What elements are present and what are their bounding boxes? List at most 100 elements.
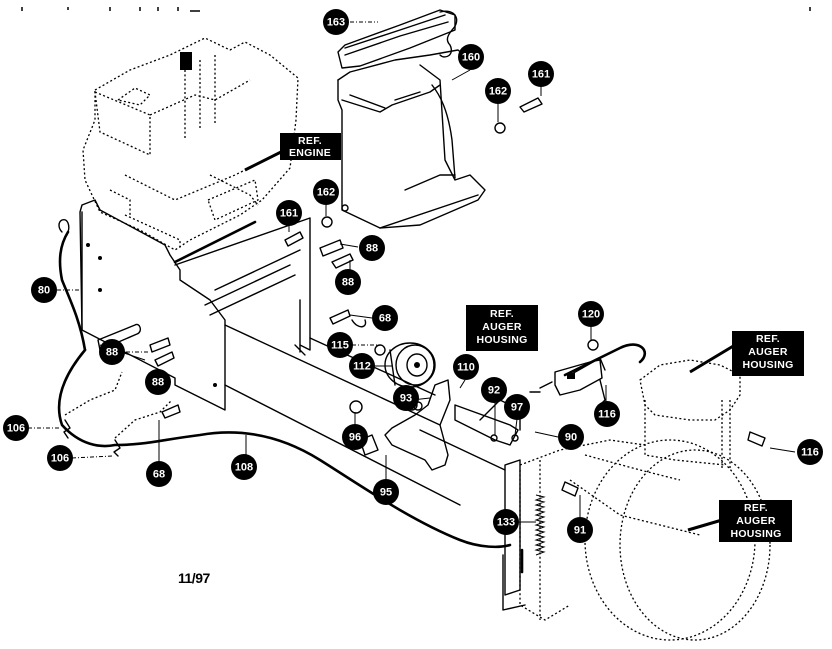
ref-auger-top-right-line-1: REF. [756,333,780,345]
ref-auger-center-line-1: REF. [490,308,514,320]
callout-part-110: 110 [453,354,479,380]
callout-part-97: 97 [504,394,530,420]
callout-part-68: 68 [146,461,172,487]
callout-circle [528,61,554,87]
callout-circle [31,277,57,303]
callout-number: 162 [317,187,335,199]
callout-circle [373,479,399,505]
callout-number: 120 [582,309,600,321]
callout-circle [578,301,604,327]
callout-part-162: 162 [485,78,511,104]
callout-part-112: 112 [349,353,375,379]
callout-number: 93 [400,393,412,405]
callout-circle [453,354,479,380]
callout-number: 108 [235,462,253,474]
callout-part-106: 106 [47,445,73,471]
callout-number: 116 [801,447,819,459]
callout-circle [372,305,398,331]
ref-label-engine: REF. ENGINE [244,133,341,172]
ref-engine-line-2: ENGINE [289,147,331,159]
idler-pulley [384,342,436,388]
callout-number: 97 [511,402,523,414]
callout-part-116: 116 [797,439,823,465]
callout-circle [145,369,171,395]
callout-circle [349,353,375,379]
callout-circle [335,269,361,295]
callout-circle [323,9,349,35]
callout-number: 110 [457,362,475,374]
callout-part-163: 163 [323,9,349,35]
callout-circle [558,424,584,450]
callout-circle [231,454,257,480]
control-cable [57,219,512,549]
callout-circle [359,235,385,261]
callout-circle [327,332,353,358]
callout-number: 96 [349,432,361,444]
callout-part-106: 106 [3,415,29,441]
callout-part-68: 68 [372,305,398,331]
callout-circle [567,517,593,543]
date-code: 11/97 [178,570,210,586]
callout-circle [493,509,519,535]
callout-part-133: 133 [493,509,519,535]
callout-number: 92 [488,385,500,397]
callout-circle [594,401,620,427]
callout-number: 88 [366,243,378,255]
callout-part-160: 160 [458,44,484,70]
callout-part-93: 93 [393,385,419,411]
ref-auger-top-right-line-2: AUGER [748,346,788,358]
callout-number: 90 [565,432,577,444]
engine-outline [82,37,299,251]
callout-part-161: 161 [528,61,554,87]
callout-number: 112 [353,361,371,373]
callout-number: 106 [51,453,69,465]
callout-number: 80 [38,285,50,297]
callout-number: 88 [152,377,164,389]
lower-plate-spring [502,459,546,611]
callout-number: 133 [497,517,515,529]
ref-auger-center-line-3: HOUSING [476,334,527,346]
callout-part-88: 88 [335,269,361,295]
callout-circle [313,179,339,205]
callout-part-88: 88 [99,339,125,365]
idler-bracket [349,379,521,471]
callout-number: 68 [379,313,391,325]
callout-number: 106 [7,423,25,435]
callout-circle [797,439,823,465]
callout-part-92: 92 [481,377,507,403]
callout-circle [393,385,419,411]
callout-circle [146,461,172,487]
callout-circle [485,78,511,104]
callout-number: 115 [331,340,349,352]
callout-number: 116 [598,409,616,421]
ref-label-auger-housing-center: REF. AUGER HOUSING [466,305,538,351]
frame-plates [79,199,506,506]
callout-number: 68 [153,469,165,481]
ref-auger-center-line-2: AUGER [482,321,522,333]
callout-part-88: 88 [359,235,385,261]
callout-number: 88 [106,347,118,359]
ref-auger-top-right-line-3: HOUSING [742,359,793,371]
callout-part-120: 120 [578,301,604,327]
callout-part-96: 96 [342,424,368,450]
callout-circle [481,377,507,403]
shroud-cover [337,9,486,229]
ref-auger-bottom-right-line-3: HOUSING [730,528,781,540]
ref-label-auger-housing-top-right: REF. AUGER HOUSING [689,331,804,376]
callout-circle [342,424,368,450]
callout-number: 161 [280,208,298,220]
cropped-header-strip [0,0,832,12]
callout-part-115: 115 [327,332,353,358]
ref-label-auger-housing-bottom-right: REF. AUGER HOUSING [687,500,792,542]
ref-engine-line-1: REF. [298,135,322,147]
callouts: 163 160 162 161 161 162 88 88 68 80 88 88 106 106 68 10… [3,9,823,543]
callout-number: 95 [380,487,392,499]
ref-auger-bottom-right-line-1: REF. [744,502,768,514]
callout-part-80: 80 [31,277,57,303]
callout-circle [276,200,302,226]
leader-lines [28,21,796,523]
callout-number: 162 [489,86,507,98]
callout-part-95: 95 [373,479,399,505]
callout-number: 160 [462,52,480,64]
